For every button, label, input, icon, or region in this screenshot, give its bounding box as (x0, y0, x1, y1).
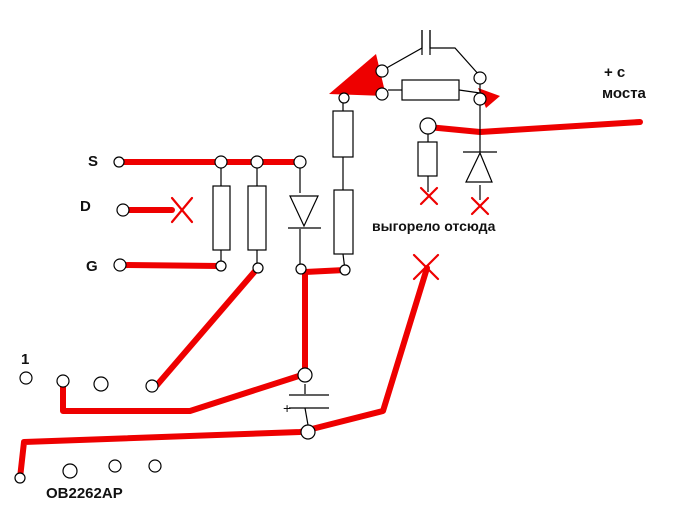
chip-pin-1 (19, 371, 33, 385)
chip-pin-3 (93, 376, 109, 392)
label-bridge-line1: + с (604, 64, 626, 81)
label-chip-name: OB2262AP (46, 485, 123, 502)
burnt-marks (170, 186, 490, 281)
pad-g (113, 258, 127, 272)
label-pin-d: D (80, 198, 91, 215)
x-mark-diode (470, 196, 490, 216)
pads (14, 64, 487, 484)
trace-chip-pin1 (60, 267, 348, 414)
trace-pad-right (478, 88, 500, 108)
label-cap-polarity: + (283, 400, 292, 416)
label-burnt-note: выгорело отсюда (372, 218, 496, 234)
capacitors (289, 30, 431, 409)
resistor-r1 (212, 185, 231, 251)
pcb-traces (17, 54, 643, 481)
chip-pin-6 (108, 459, 122, 473)
trace-chip-to-burnt (17, 265, 430, 481)
resistors (212, 79, 460, 255)
label-pin-g: G (86, 258, 98, 275)
diode-d2-body (465, 151, 493, 183)
x-mark-burnt-origin (412, 253, 440, 281)
diode-d1-body (289, 195, 319, 228)
chip-pin-2 (56, 374, 70, 388)
resistor-r2 (247, 185, 267, 251)
label-bridge-line2: моста (602, 85, 646, 102)
x-mark-resistor (419, 186, 439, 206)
resistor-r5 (401, 79, 460, 101)
chip-pin-8 (14, 472, 26, 484)
pad-s (113, 156, 125, 168)
trace-resistor-to-chip (154, 267, 259, 388)
trace-g (118, 262, 223, 269)
trace-bridge-input (425, 119, 643, 135)
resistor-r4 (333, 189, 354, 255)
resistor-r6 (417, 141, 438, 177)
diodes (288, 151, 497, 229)
pad-d (116, 203, 130, 217)
chip-pin-4 (145, 379, 159, 393)
trace-pad-left (329, 54, 386, 96)
resistor-r3 (332, 110, 354, 158)
x-mark-d (170, 196, 194, 224)
chip-pin-5 (148, 459, 162, 473)
label-pin-s: S (88, 153, 99, 170)
label-pin-1: 1 (21, 351, 30, 368)
chip-pin-7 (62, 463, 78, 479)
